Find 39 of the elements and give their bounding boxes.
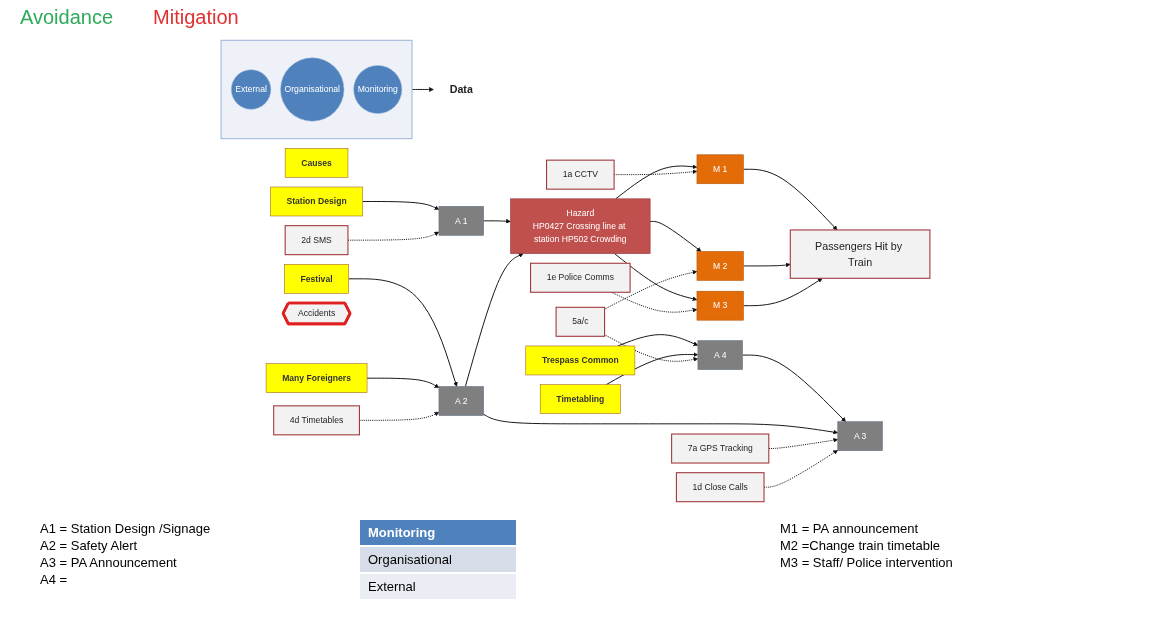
legend-swatch: Monitoring bbox=[360, 520, 516, 545]
node-box: 1a CCTV bbox=[546, 159, 615, 190]
node-box: A 1 bbox=[438, 206, 484, 236]
node-circle: Monitoring bbox=[353, 65, 403, 114]
node-box: 1d Close Calls bbox=[675, 472, 765, 503]
key-note: A1 = Station Design /Signage bbox=[40, 520, 211, 537]
cluster bbox=[220, 39, 413, 140]
section-heading: Avoidance bbox=[20, 6, 114, 29]
node-box: Many Foreigners bbox=[265, 363, 368, 393]
node-box: M 1 bbox=[696, 154, 744, 185]
node-box: A 3 bbox=[837, 421, 883, 451]
node-box: Timetabling bbox=[539, 384, 621, 414]
section-heading: Mitigation bbox=[153, 6, 239, 29]
node-box: A 2 bbox=[438, 386, 484, 416]
node-box: M 3 bbox=[696, 290, 744, 321]
key-note: A4 = bbox=[40, 571, 69, 588]
node-circle: External bbox=[231, 69, 272, 110]
node-circle: Organisational bbox=[280, 57, 345, 122]
node-box: Station Design bbox=[270, 186, 363, 217]
node-box: 1e Police Comms bbox=[530, 262, 631, 293]
node-box: 4d Timetables bbox=[273, 405, 360, 436]
node-box: Festival bbox=[284, 264, 349, 294]
node-text: Data bbox=[449, 83, 473, 96]
node-box: Trespass Common bbox=[525, 345, 636, 376]
node-box: Hazard HP0427 Crossing line at station HP502 Crowding bbox=[510, 198, 651, 254]
node-box: M 2 bbox=[696, 251, 744, 281]
node-box: 7a GPS Tracking bbox=[671, 433, 770, 464]
key-note: M3 = Staff/ Police intervention bbox=[780, 554, 953, 571]
key-note: M1 = PA announcement bbox=[780, 520, 920, 537]
key-note: A2 = Safety Alert bbox=[40, 537, 139, 554]
node-box: Causes bbox=[284, 148, 349, 178]
key-note: M2 =Change train timetable bbox=[780, 537, 942, 554]
node-box: Passengers Hit by Train bbox=[789, 229, 931, 279]
legend-swatch: Organisational bbox=[360, 547, 516, 572]
node-box: 2d SMS bbox=[284, 225, 349, 256]
node-box: A 4 bbox=[697, 340, 743, 370]
key-note: A3 = PA Announcement bbox=[40, 554, 178, 571]
legend-swatch: External bbox=[360, 574, 516, 599]
node-box: 5a/c bbox=[555, 306, 606, 337]
